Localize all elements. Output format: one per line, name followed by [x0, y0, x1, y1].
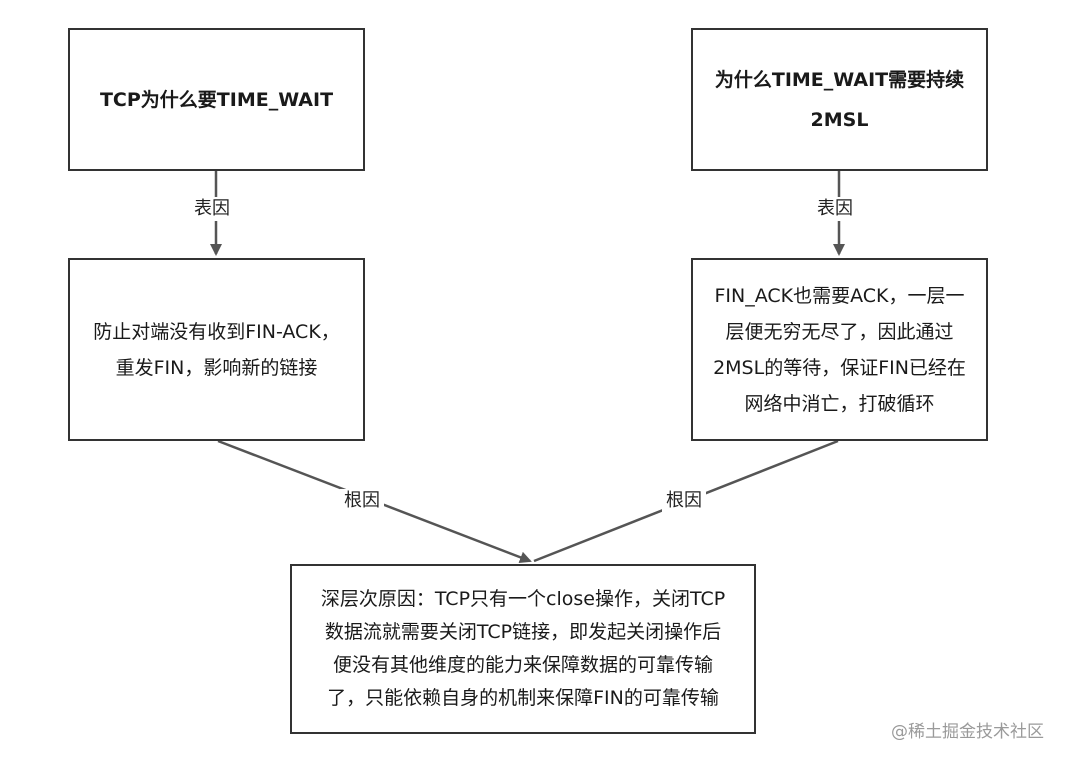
box-surface-cause-left: 防止对端没有收到FIN-ACK， 重发FIN，影响新的链接	[68, 258, 365, 441]
box-why-2msl: 为什么TIME_WAIT需要持续 2MSL	[691, 28, 988, 171]
label-left-surface-cause: 表因	[190, 197, 234, 221]
box-why-time-wait: TCP为什么要TIME_WAIT	[68, 28, 365, 171]
label-right-root-cause: 根因	[662, 489, 706, 513]
box-why-2msl-text: 为什么TIME_WAIT需要持续 2MSL	[714, 68, 965, 131]
box-deep-cause: 深层次原因：TCP只有一个close操作，关闭TCP 数据流就需要关闭TCP链接…	[290, 564, 756, 734]
label-right-surface-cause: 表因	[813, 197, 857, 221]
box-surface-cause-left-text: 防止对端没有收到FIN-ACK， 重发FIN，影响新的链接	[93, 320, 340, 379]
box-surface-cause-right-text: FIN_ACK也需要ACK，一层一 层便无穷无尽了，因此通过 2MSL的等待，保…	[713, 284, 966, 415]
label-left-root-cause: 根因	[340, 489, 384, 513]
box-deep-cause-text: 深层次原因：TCP只有一个close操作，关闭TCP 数据流就需要关闭TCP链接…	[320, 588, 726, 709]
box-why-time-wait-text: TCP为什么要TIME_WAIT	[99, 88, 334, 111]
watermark: @稀土掘金技术社区	[891, 722, 1044, 742]
box-surface-cause-right: FIN_ACK也需要ACK，一层一 层便无穷无尽了，因此通过 2MSL的等待，保…	[691, 258, 988, 441]
